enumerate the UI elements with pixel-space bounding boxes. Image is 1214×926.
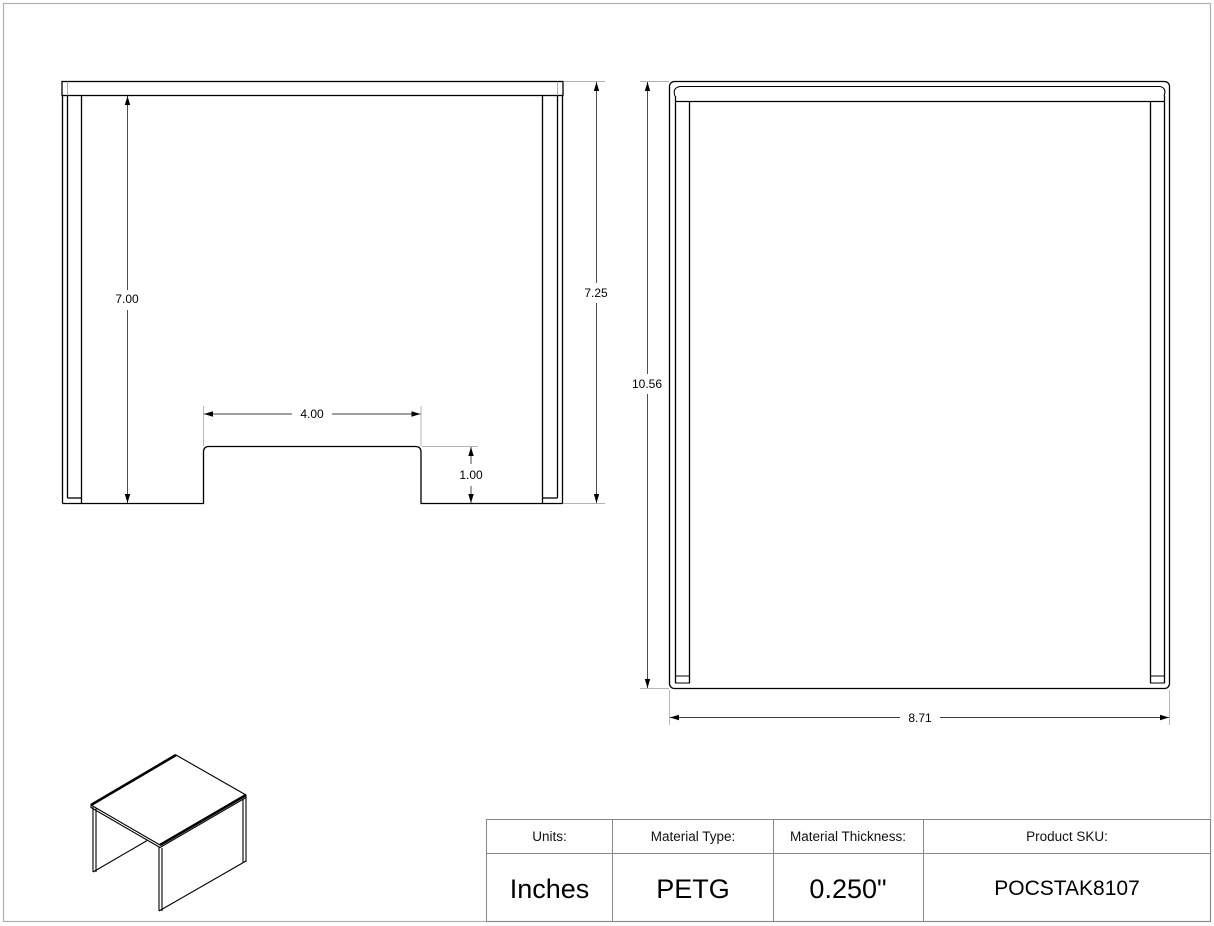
dim-cutout-height: 1.00 bbox=[459, 468, 483, 482]
front-view-dimensions bbox=[124, 81, 605, 504]
dim-depth: 10.56 bbox=[632, 377, 662, 391]
dim-outer-height: 7.25 bbox=[584, 286, 608, 300]
top-view bbox=[668, 80, 1171, 690]
title-block-value-material-thickness: 0.250" bbox=[809, 874, 886, 904]
title-block-header-material-type: Material Type: bbox=[651, 829, 736, 844]
dim-cutout-width: 4.00 bbox=[300, 407, 324, 421]
dim-width: 8.71 bbox=[908, 711, 932, 725]
title-block-header-units: Units: bbox=[532, 829, 567, 844]
top-view-dimensions bbox=[640, 81, 1170, 725]
dim-inner-height: 7.00 bbox=[115, 292, 139, 306]
title-block-header-product-sku: Product SKU: bbox=[1026, 829, 1108, 844]
title-block-value-material-type: PETG bbox=[656, 874, 730, 904]
title-block-header-material-thickness: Material Thickness: bbox=[790, 829, 906, 844]
front-view bbox=[61, 80, 564, 505]
title-block-value-product-sku: POCSTAK8107 bbox=[994, 877, 1140, 900]
isometric-view bbox=[90, 753, 247, 912]
title-block-value-units: Inches bbox=[510, 874, 590, 904]
title-block bbox=[486, 819, 1211, 922]
